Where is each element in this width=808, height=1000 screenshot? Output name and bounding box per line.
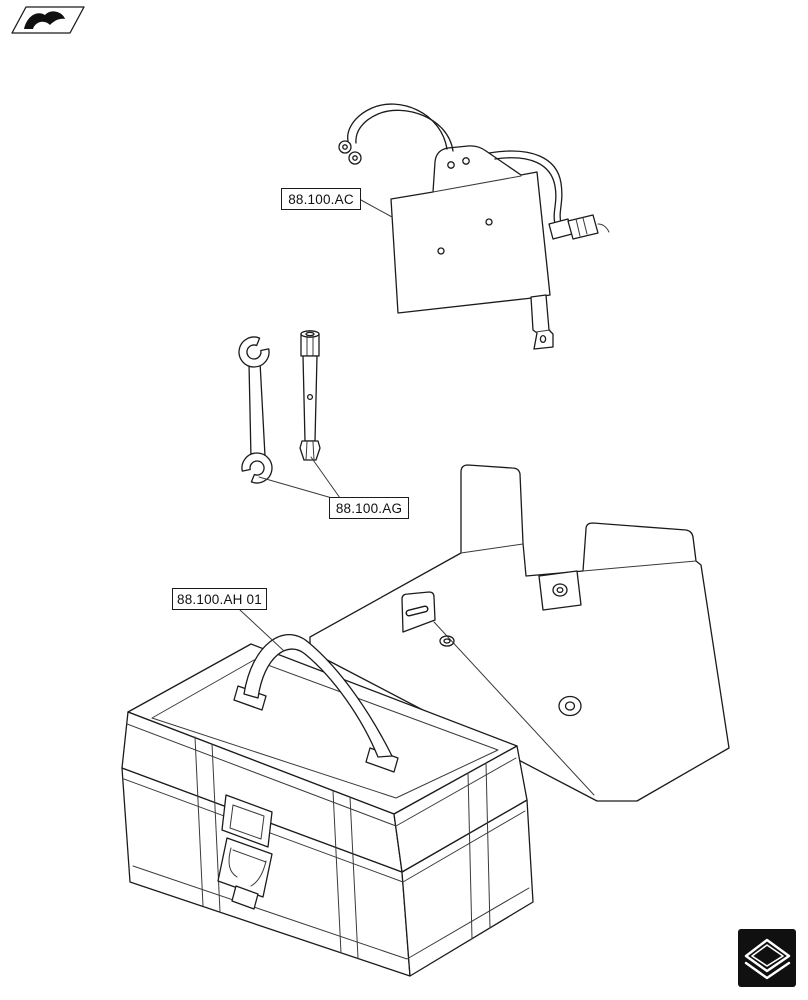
callout-88-100-AC[interactable]: 88.100.AC bbox=[281, 188, 361, 210]
wrench-top-jaw bbox=[238, 336, 270, 368]
callout-88-100-AH-01[interactable]: 88.100.AH 01 bbox=[172, 588, 267, 610]
wire-connector bbox=[567, 214, 599, 240]
battery-cable-bracket-drawing bbox=[338, 103, 610, 350]
wrench-bottom-jaw bbox=[241, 452, 273, 484]
ring-terminal bbox=[338, 140, 352, 154]
brand-hand-icon bbox=[4, 2, 94, 38]
open-end-wrench-drawing bbox=[238, 336, 273, 484]
plate-hole-tab bbox=[538, 570, 582, 611]
toolbox-latch bbox=[217, 794, 273, 910]
bar-pin-hole bbox=[306, 393, 314, 401]
callout-88-100-AG[interactable]: 88.100.AG bbox=[329, 497, 409, 519]
toolbox-handle bbox=[243, 634, 393, 758]
socket-wrench-bar-drawing bbox=[299, 330, 321, 461]
ground-wire bbox=[347, 103, 448, 150]
toolbox-lid-side bbox=[393, 745, 528, 873]
plate-ring-hole bbox=[558, 695, 582, 717]
plate-hole bbox=[439, 635, 455, 647]
bracket-strap bbox=[530, 294, 554, 350]
manual-book-icon[interactable] bbox=[736, 927, 798, 989]
ring-terminal bbox=[348, 151, 362, 165]
connector-wire bbox=[488, 150, 563, 224]
toolbox-drawing bbox=[121, 634, 534, 977]
leader-lines bbox=[239, 199, 393, 652]
support-plate-drawing bbox=[309, 464, 730, 802]
